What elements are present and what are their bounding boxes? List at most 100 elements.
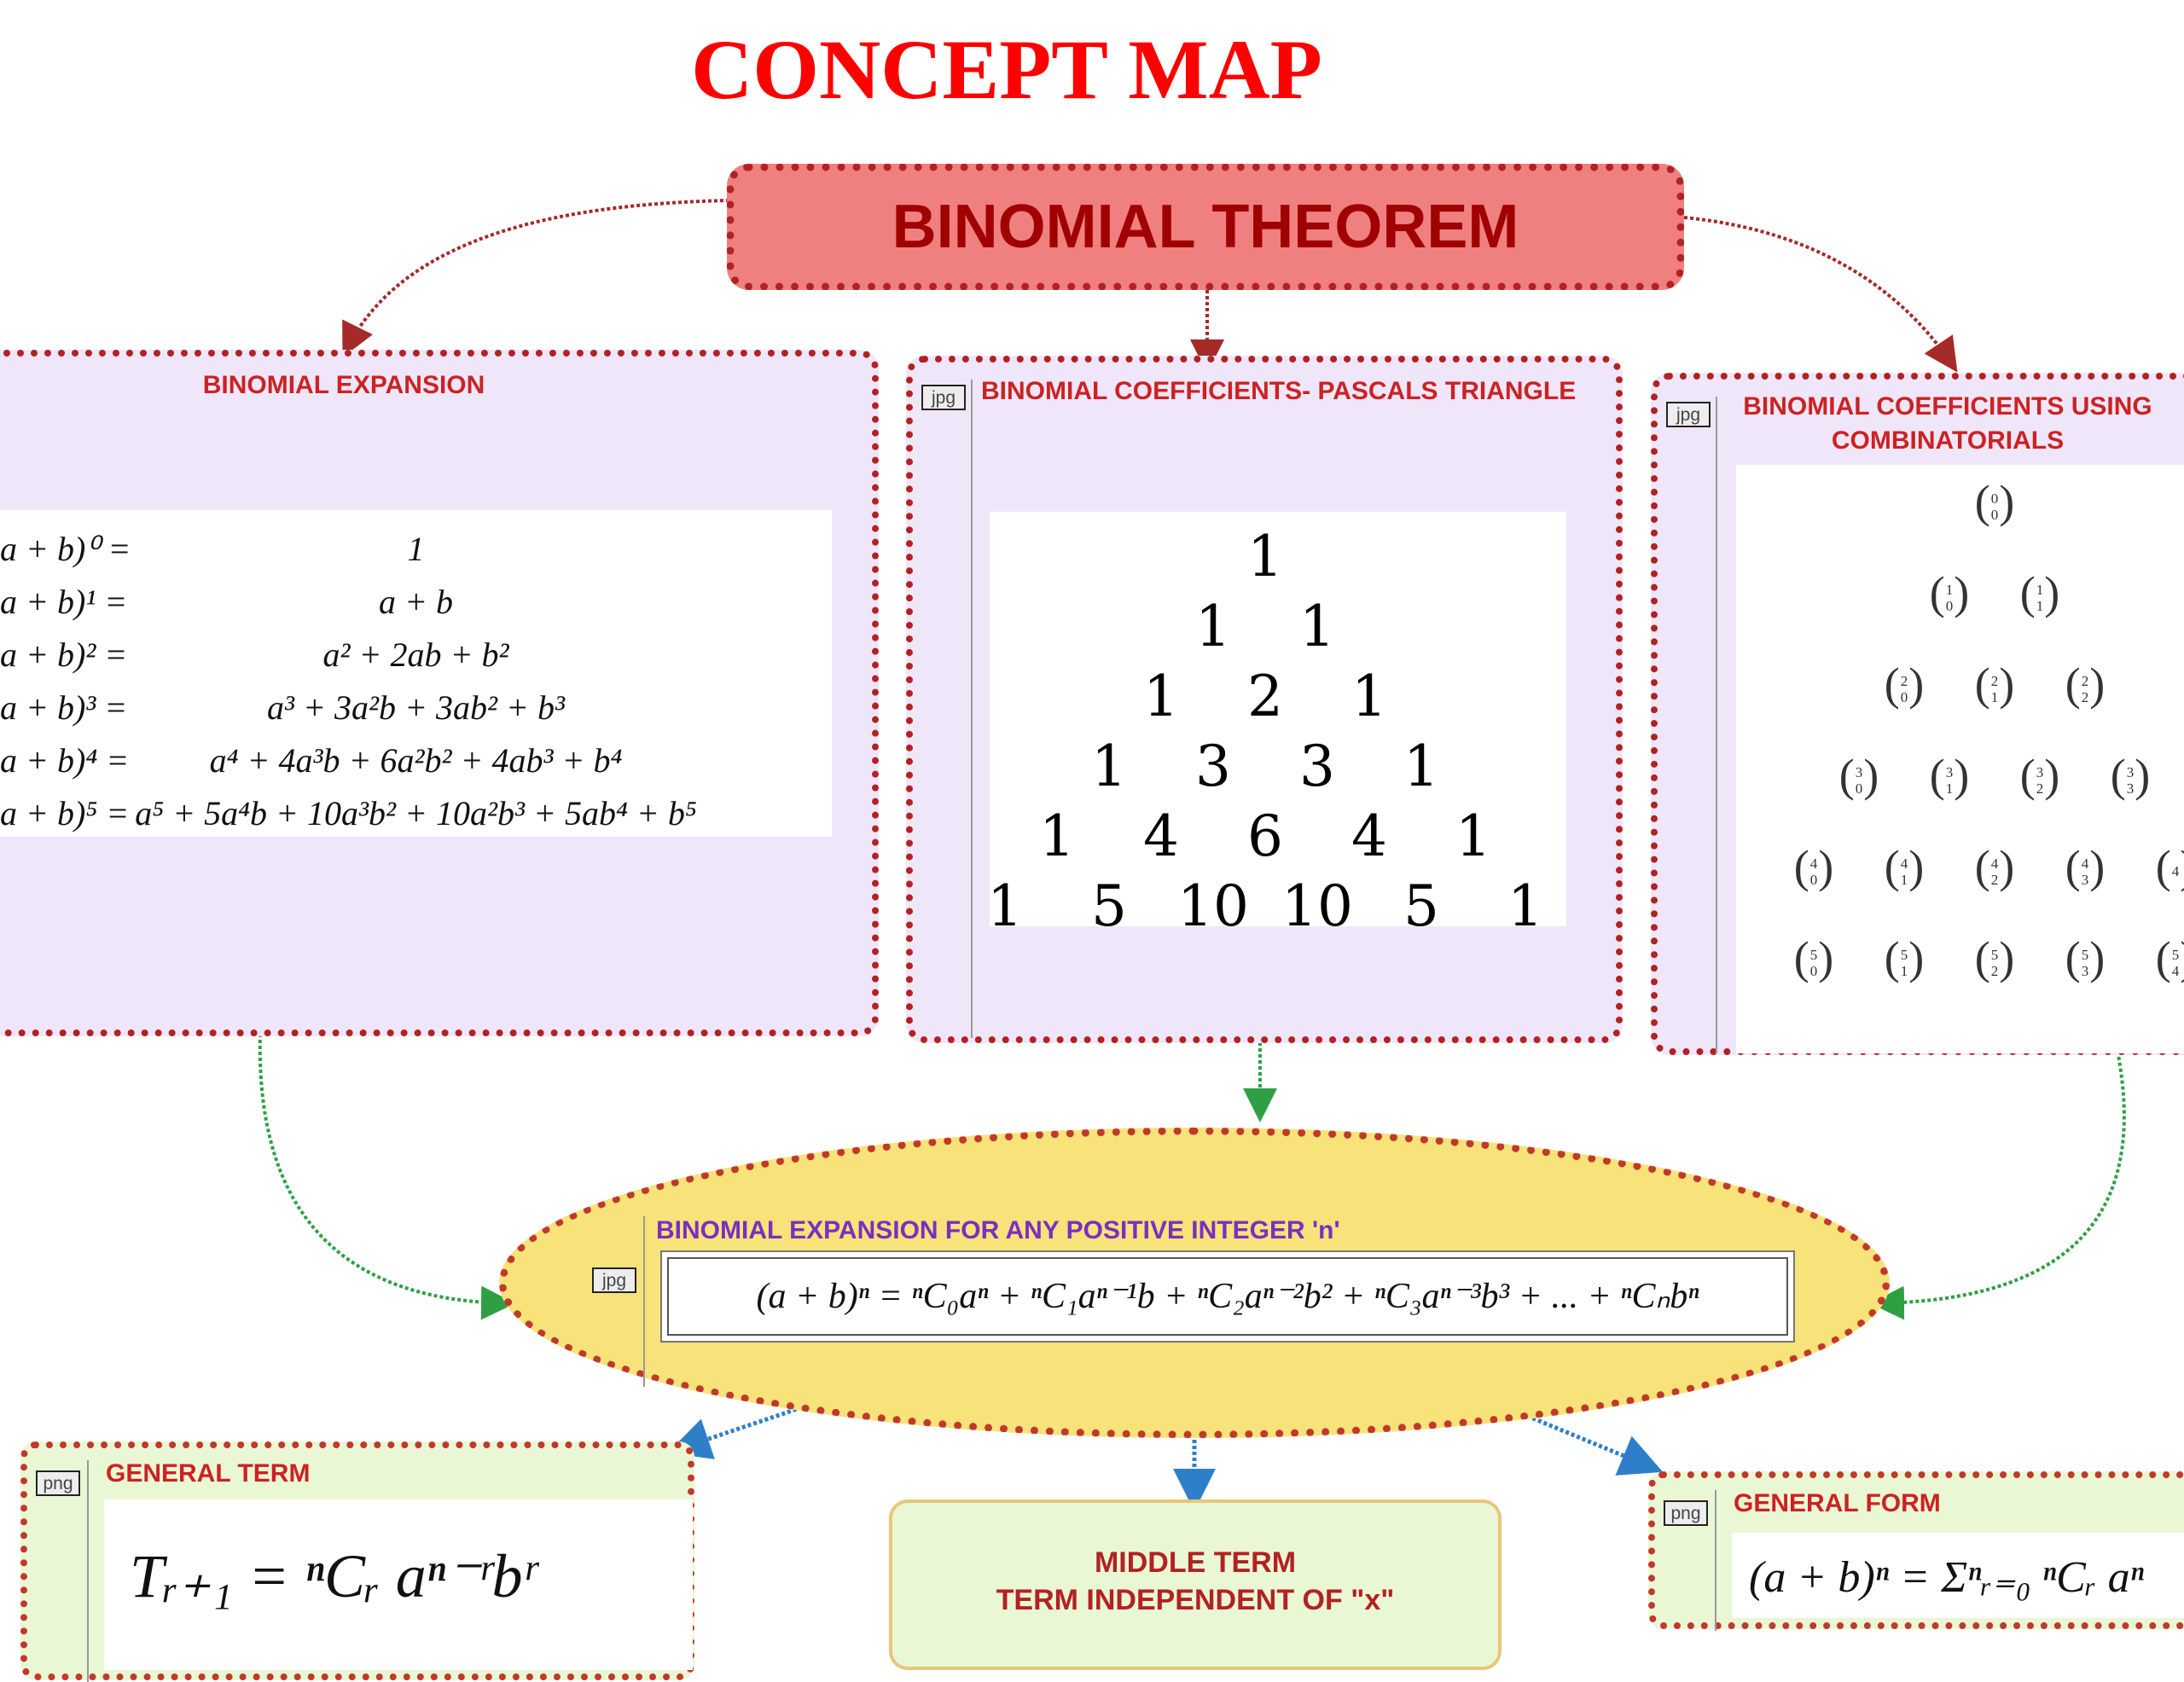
node-general-term[interactable]: png GENERAL TERM Tᵣ₊₁ = ⁿCᵣ aⁿ⁻ʳbʳ xyxy=(20,1441,694,1682)
pascal-number: 1 xyxy=(1351,664,1387,729)
pascal-number: 1 xyxy=(1403,734,1439,799)
node-title-line1: BINOMIAL COEFFICIENTS USING xyxy=(1743,392,2152,420)
divider xyxy=(971,380,973,1038)
jpg-badge: jpg xyxy=(921,385,966,410)
arrow-to-general-form xyxy=(1526,1413,1664,1476)
node-binomial-expansion[interactable]: BINOMIAL EXPANSION a + b)⁰ = 1 a + b)¹ = a … xyxy=(0,350,879,1036)
arrow-to-general-term xyxy=(667,1405,803,1459)
node-pascal-triangle[interactable]: jpg BINOMIAL COEFFICIENTS- PASCALS TRIAN… xyxy=(906,356,1623,1043)
pascal-number: 10 xyxy=(1177,873,1249,939)
pascal-number: 5 xyxy=(1403,873,1439,939)
expansion-rhs: a + b xyxy=(379,583,453,621)
pascal-number: 6 xyxy=(1247,803,1283,869)
expansion-rhs: 1 xyxy=(407,530,425,568)
expansion-rhs: a⁵ + 5a⁴b + 10a³b² + 10a²b³ + 5ab⁴ + b⁵ xyxy=(135,794,697,832)
arrow-expansion-right xyxy=(1870,1050,2126,1320)
divider xyxy=(643,1216,645,1387)
expansion-lhs: a + b)¹ = xyxy=(0,583,128,621)
expansion-lhs: a + b)⁰ = xyxy=(0,530,131,568)
root-node-binomial-theorem[interactable]: BINOMIAL THEOREM xyxy=(727,164,1684,290)
pascal-number: 1 xyxy=(1143,664,1179,729)
pascal-number: 5 xyxy=(1091,873,1127,939)
pascal-number: 1 xyxy=(1455,803,1491,869)
expansion-rhs: a⁴ + 4a³b + 6a²b² + 4ab³ + b⁴ xyxy=(209,741,623,780)
general-expansion-formula: (a + b)ⁿ = ⁿC₀aⁿ + ⁿC₁aⁿ⁻¹b + ⁿC₂aⁿ⁻²b² … xyxy=(756,1277,1699,1316)
arrow-root-to-expansion xyxy=(342,199,730,358)
binomial-coefficient: (54) xyxy=(2155,932,2184,983)
node-general-form[interactable]: png GENERAL FORM (a + b)ⁿ = Σⁿᵣ₌₀ ⁿCᵣ aⁿ xyxy=(1648,1471,2184,1631)
formula-box: (a + b)ⁿ = ⁿC₀aⁿ + ⁿC₁aⁿ⁻¹b + ⁿC₂aⁿ⁻²b² … xyxy=(660,1250,1795,1343)
pascal-number: 1 xyxy=(1091,734,1127,799)
middle-term-line1: MIDDLE TERM xyxy=(1094,1546,1297,1579)
png-badge: png xyxy=(36,1470,80,1496)
pascal-number: 1 xyxy=(1507,873,1543,939)
general-form-formula: (a + b)ⁿ = Σⁿᵣ₌₀ ⁿCᵣ aⁿ xyxy=(1749,1553,2145,1602)
node-title: BINOMIAL EXPANSION xyxy=(202,371,485,399)
node-middle-term[interactable]: MIDDLE TERM TERM INDEPENDENT OF "x" xyxy=(889,1499,1502,1670)
pascal-number: 1 xyxy=(1195,594,1231,659)
pascal-number: 1 xyxy=(1299,594,1335,659)
middle-term-line2: TERM INDEPENDENT OF "x" xyxy=(996,1584,1395,1616)
general-term-panel: Tᵣ₊₁ = ⁿCᵣ aⁿ⁻ʳbʳ xyxy=(104,1499,693,1670)
page-title: CONCEPT MAP xyxy=(691,22,1322,117)
node-general-expansion[interactable]: jpg BINOMIAL EXPANSION FOR ANY POSITIVE … xyxy=(499,1128,1890,1438)
arrow-expansion-left xyxy=(258,1033,515,1320)
pascal-number: 3 xyxy=(1195,734,1231,799)
general-term-formula: Tᵣ₊₁ = ⁿCᵣ aⁿ⁻ʳbʳ xyxy=(130,1542,537,1610)
combinatorial-row: (50) (51) (52) (53) (54) xyxy=(1736,928,2184,988)
pascal-number: 2 xyxy=(1247,664,1283,729)
expansion-rhs: a³ + 3a²b + 3ab² + b³ xyxy=(267,688,565,727)
general-form-panel: (a + b)ⁿ = Σⁿᵣ₌₀ ⁿCᵣ aⁿ xyxy=(1732,1533,2184,1618)
expansion-lhs: a + b)³ = xyxy=(0,688,128,727)
pascal-number: 3 xyxy=(1299,734,1335,799)
expansion-lhs: a + b)⁵ = xyxy=(0,794,130,832)
divider xyxy=(1716,397,1717,1053)
binomial-coefficient: (4) xyxy=(2155,841,2184,892)
pascal-number: 1 xyxy=(987,873,1023,939)
expansion-lhs: a + b)⁴ = xyxy=(0,741,130,780)
node-title: BINOMIAL EXPANSION FOR ANY POSITIVE INTE… xyxy=(656,1216,1340,1244)
pascal-number: 1 xyxy=(1039,803,1075,869)
divider xyxy=(87,1460,89,1682)
arrow-root-to-combinatorials xyxy=(1683,216,1958,373)
pascal-number: 1 xyxy=(1247,524,1283,589)
node-title: GENERAL FORM xyxy=(1734,1489,1941,1517)
node-title: GENERAL TERM xyxy=(106,1459,311,1488)
node-combinatorials[interactable]: jpg BINOMIAL COEFFICIENTS USING COMBINAT… xyxy=(1651,373,2184,1055)
png-badge: png xyxy=(1664,1500,1708,1526)
node-title-line2: COMBINATORIALS xyxy=(1831,426,2065,455)
connector-arrows xyxy=(258,199,2126,1511)
jpg-badge: jpg xyxy=(592,1267,636,1293)
node-title: BINOMIAL COEFFICIENTS- PASCALS TRIANGLE xyxy=(981,377,1577,405)
divider xyxy=(1715,1490,1716,1631)
root-label: BINOMIAL THEOREM xyxy=(892,193,1519,261)
combinatorial-row: (40) (41) (42) (43) (4) xyxy=(1736,837,2184,896)
pascal-number: 10 xyxy=(1281,873,1353,939)
pascal-number: 4 xyxy=(1143,803,1179,869)
